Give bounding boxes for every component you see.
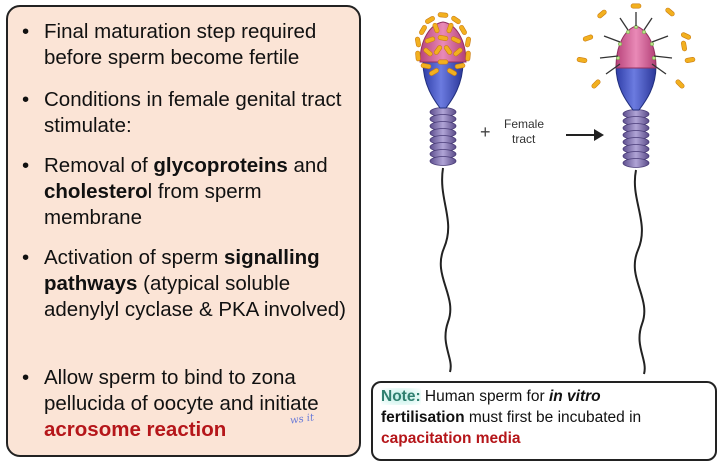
release-arrows	[599, 12, 673, 75]
bullet-item-allow: • Allow sperm to bind to zona pellucida …	[22, 365, 358, 443]
sperm-after-capacitation	[576, 3, 696, 375]
bullet-panel: • Final maturation step required before …	[6, 5, 361, 457]
keyword-signalling-pathways: signalling pathways	[44, 246, 320, 295]
capacitation-diagram: + Female tract	[414, 3, 696, 375]
bullet-dot: •	[22, 246, 30, 269]
bullet-text: Final maturation step required before sp…	[44, 19, 358, 71]
membrane-dots	[615, 24, 657, 61]
keyword-acrosome-reaction: acrosome reaction	[44, 418, 227, 441]
bullet-text-normal: Final maturation step required before sp…	[44, 20, 317, 69]
note-text-continued: must first be incubated in	[464, 409, 642, 426]
note-fertilisation: fertilisation	[381, 409, 465, 426]
note-label: Note:	[381, 388, 421, 405]
bullet-text: Conditions in female genital tract stimu…	[44, 87, 358, 139]
female-tract-label-line1: Female	[504, 117, 544, 131]
bullet-item-removal: • Removal of glycoproteins and cholester…	[22, 153, 358, 231]
bullet-dot: •	[22, 366, 30, 389]
bullet-text: Allow sperm to bind to zona pellucida of…	[44, 365, 358, 443]
acrosome-right	[615, 25, 657, 69]
bullet-text-normal: (atypical soluble adenylyl cyclase & PKA…	[44, 272, 346, 321]
keyword-cholesterol: cholestero	[44, 180, 148, 203]
bullet-text: Activation of sperm signalling pathways …	[44, 245, 358, 323]
arrow	[566, 129, 604, 141]
tail-right	[633, 169, 646, 375]
female-tract-label-line2: tract	[512, 132, 536, 146]
bullet-text-normal: Allow sperm to bind to zona pellucida of…	[44, 366, 319, 415]
bullet-text-normal: Activation of sperm	[44, 246, 225, 269]
bullet-text-normal: Removal of	[44, 154, 154, 177]
midpiece-right	[622, 109, 650, 168]
bullet-item-conditions: • Conditions in female genital tract sti…	[22, 87, 358, 139]
bullet-text-normal: l from sperm membrane	[44, 180, 262, 229]
tail-left	[439, 167, 452, 373]
bullet-dot: •	[22, 20, 30, 43]
bullet-item-activation: • Activation of sperm signalling pathway…	[22, 245, 358, 323]
plus-sign: +	[480, 122, 491, 142]
bullet-text: Removal of glycoproteins and cholesterol…	[44, 153, 358, 231]
bullet-text-normal: Conditions in female genital tract stimu…	[44, 88, 342, 137]
note-box: Note: Human sperm for in vitro fertilisat…	[371, 381, 717, 461]
bullet-dot: •	[22, 88, 30, 111]
bullet-dot: •	[22, 154, 30, 177]
bullet-item-maturation: • Final maturation step required before …	[22, 19, 358, 71]
midpiece-left	[429, 107, 457, 166]
sperm-before-capacitation	[414, 12, 472, 373]
note-text: Human sperm for	[420, 388, 549, 405]
head-right	[615, 65, 657, 111]
note-in-vitro: in vitro	[548, 388, 601, 405]
keyword-glycoproteins: glycoproteins	[153, 154, 288, 177]
bullet-text-normal: and	[287, 154, 328, 177]
note-capacitation-media: capacitation media	[381, 430, 521, 447]
